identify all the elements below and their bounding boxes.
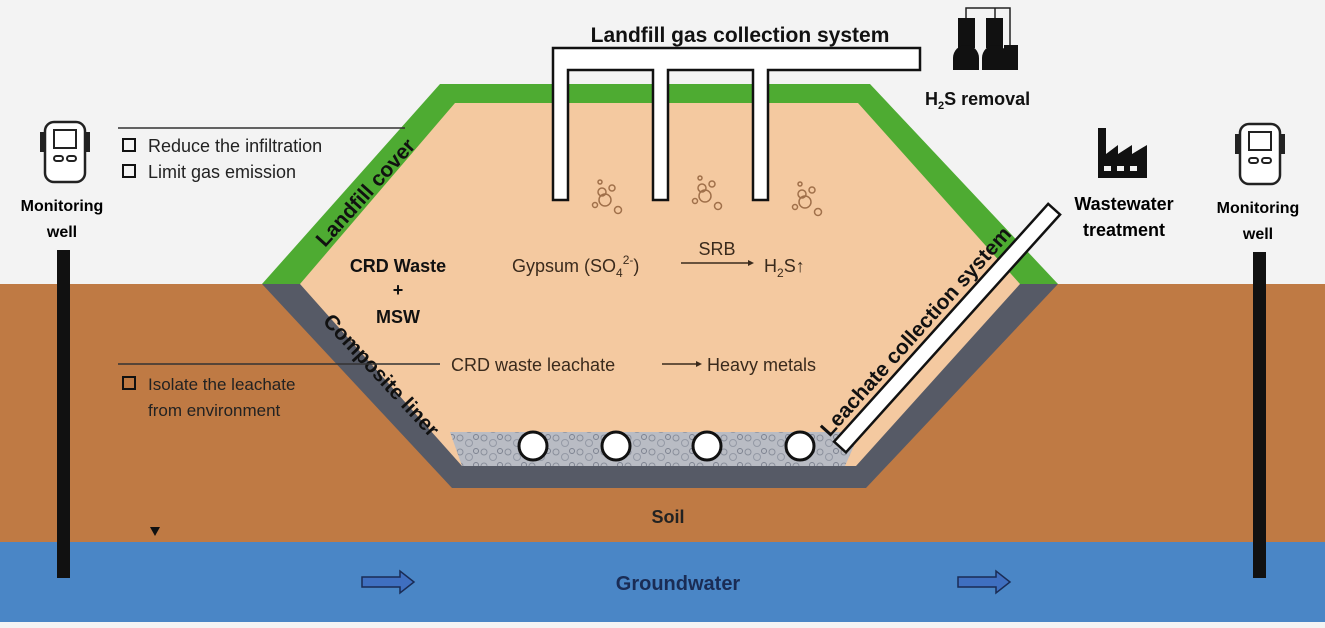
factory-icon — [1098, 128, 1147, 178]
monitoring-well-right: Monitoring well — [1217, 122, 1300, 578]
soil-label: Soil — [651, 507, 684, 527]
pipe-icon — [784, 430, 816, 462]
svg-text:CRD waste leachate: CRD waste leachate — [451, 355, 615, 375]
plus-label: + — [393, 280, 404, 300]
gas-collection-pipes — [551, 46, 922, 202]
gas-system-label: Landfill gas collection system — [591, 24, 890, 47]
note-from-environment: from environment — [148, 401, 281, 420]
h2s-removal-label: H2S removal — [925, 89, 1030, 112]
note-limit-gas: Limit gas emission — [148, 162, 296, 182]
msw-label: MSW — [376, 307, 420, 327]
svg-text:H2S↑: H2S↑ — [764, 256, 805, 280]
leachate-pipes — [517, 430, 816, 462]
svg-text:Gypsum (SO42-): Gypsum (SO42-) — [512, 253, 639, 280]
gas-bubbles-icon — [591, 175, 823, 217]
drainage-gravel-layer — [450, 432, 860, 466]
water-level-icon — [150, 527, 160, 536]
pipe-icon — [517, 430, 549, 462]
monitor-device-icon — [40, 120, 90, 184]
note-isolate-leachate: Isolate the leachate — [148, 375, 295, 394]
crd-waste-label: CRD Waste — [350, 256, 446, 276]
note-reduce-infiltration: Reduce the infiltration — [148, 136, 322, 156]
waste-body — [300, 103, 1020, 466]
treatment-label: treatment — [1083, 220, 1165, 240]
groundwater-layer — [0, 542, 1325, 622]
svg-text:Monitoring: Monitoring — [1217, 200, 1300, 217]
gas-scrubber-icon — [953, 7, 1018, 70]
svg-text:well: well — [46, 224, 77, 241]
pipe-icon — [600, 430, 632, 462]
pipe-icon — [691, 430, 723, 462]
leachate-reaction: CRD waste leachate Heavy metals — [451, 355, 816, 375]
svg-text:Monitoring: Monitoring — [21, 198, 104, 215]
monitor-device-icon — [1235, 122, 1285, 186]
srb-label: SRB — [698, 239, 735, 259]
groundwater-label: Groundwater — [616, 573, 741, 595]
flow-arrow-icon — [957, 569, 1012, 595]
flow-arrow-icon — [361, 569, 416, 595]
svg-text:Heavy metals: Heavy metals — [707, 355, 816, 375]
monitoring-well-left: Monitoring well — [21, 120, 104, 578]
wastewater-label: Wastewater — [1074, 194, 1173, 214]
gypsum-reaction: Gypsum (SO42-) SRB H2S↑ — [512, 239, 805, 280]
svg-text:well: well — [1242, 226, 1273, 243]
